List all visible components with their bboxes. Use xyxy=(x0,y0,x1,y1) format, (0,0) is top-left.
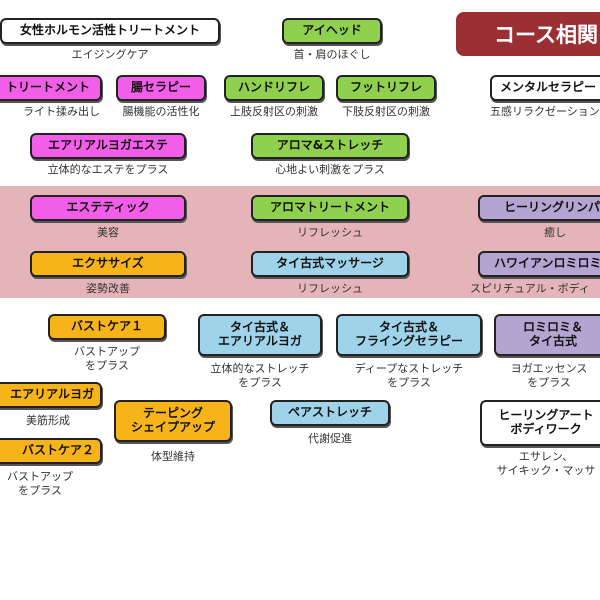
hormone-treatment-box[interactable]: 女性ホルモン活性トリートメント xyxy=(0,18,220,44)
bustcare2-box[interactable]: バストケア２ xyxy=(0,438,102,464)
exercise-sub: 姿勢改善 xyxy=(86,282,130,295)
thai-massage-sub: リフレッシュ xyxy=(297,282,363,295)
thai-flying-label: タイ古式＆ フライングセラピー xyxy=(354,320,463,348)
lomi-thai-box[interactable]: ロミロミ＆ タイ古式 xyxy=(494,314,600,356)
hormone-treatment-label: 女性ホルモン活性トリートメント xyxy=(19,23,200,38)
hawaiian-lomi-box[interactable]: ハワイアンロミロミ xyxy=(478,251,600,277)
lomi-thai-sub: ヨガエッセンス をプラス xyxy=(510,362,588,390)
lomi-thai-label: ロミロミ＆ タイ古式 xyxy=(522,320,583,348)
hand-reflex-sub: 上肢反射区の刺激 xyxy=(230,105,318,118)
aerial-yoga-esthe-box[interactable]: エアリアルヨガエステ xyxy=(30,133,186,159)
aerial-yoga-esthe-label: エアリアルヨガエステ xyxy=(48,138,168,153)
gut-therapy-box[interactable]: 腸セラピー xyxy=(116,75,206,101)
exercise-box[interactable]: エクササイズ xyxy=(30,251,186,277)
foot-reflex-sub: 下肢反射区の刺激 xyxy=(342,105,430,118)
esthetic-label: エステティック xyxy=(66,200,150,215)
foot-reflex-box[interactable]: フットリフレ xyxy=(336,75,436,101)
mental-therapy-label: メンタルセラピー xyxy=(500,80,597,95)
bustcare2-sub: バストアップ をプラス xyxy=(7,470,73,498)
healing-lymph-label: ヒーリングリンパ xyxy=(504,200,600,215)
gut-therapy-sub: 腸機能の活性化 xyxy=(122,105,200,118)
gut-therapy-label: 腸セラピー xyxy=(130,80,191,95)
bustcare1-sub: バストアップ をプラス xyxy=(74,345,140,373)
esthetic-sub: 美容 xyxy=(97,226,119,239)
healing-art-label: ヒーリングアート ボディワーク xyxy=(498,408,594,436)
hand-reflex-box[interactable]: ハンドリフレ xyxy=(224,75,324,101)
mental-therapy-sub: 五感リラクゼーション xyxy=(490,105,600,118)
hawaiian-lomi-label: ハワイアンロミロミ xyxy=(494,256,600,271)
aerial-yoga-box[interactable]: エアリアルヨガ xyxy=(0,382,102,408)
thai-aerial-box[interactable]: タイ古式＆ エアリアルヨガ xyxy=(198,314,322,356)
bustcare1-label: バストケア１ xyxy=(70,319,143,334)
taping-shapeup-label: テーピング シェイプアップ xyxy=(130,406,215,434)
thai-aerial-sub: 立体的なストレッチ をプラス xyxy=(210,362,310,390)
aroma-treatment-box[interactable]: アロマトリートメント xyxy=(251,195,409,221)
aerial-yoga-esthe-sub: 立体的なエステをプラス xyxy=(47,163,169,176)
bustcare2-label: バストケア２ xyxy=(21,443,94,458)
foot-reflex-label: フットリフレ xyxy=(349,80,422,95)
treatment-sub: ライト揉み出し xyxy=(23,105,100,118)
aerial-yoga-sub: 美筋形成 xyxy=(26,414,70,427)
healing-art-sub: エサレン、 サイキック・マッサ xyxy=(496,450,596,478)
bustcare1-box[interactable]: バストケア１ xyxy=(48,314,166,340)
healing-lymph-sub: 癒し xyxy=(544,226,566,239)
taping-shapeup-sub: 体型維持 xyxy=(151,450,195,463)
healing-art-box[interactable]: ヒーリングアート ボディワーク xyxy=(480,400,600,446)
hawaiian-lomi-sub: スピリチュアル・ボディ xyxy=(470,282,590,295)
aroma-treatment-sub: リフレッシュ xyxy=(297,226,363,239)
eyehead-box[interactable]: アイヘッド xyxy=(282,18,382,44)
thai-flying-box[interactable]: タイ古式＆ フライングセラピー xyxy=(336,314,482,356)
eyehead-label: アイヘッド xyxy=(302,23,362,38)
aroma-treatment-label: アロマトリートメント xyxy=(269,200,390,215)
eyehead-sub: 首・肩のほぐし xyxy=(293,48,371,61)
treatment-label: トリートメント xyxy=(5,80,90,95)
aroma-stretch-box[interactable]: アロマ&ストレッチ xyxy=(251,133,409,159)
pair-stretch-sub: 代謝促進 xyxy=(308,432,352,445)
pair-stretch-box[interactable]: ペアストレッチ xyxy=(270,400,390,426)
thai-flying-sub: ディープなストレッチ をプラス xyxy=(354,362,464,390)
mental-therapy-box[interactable]: メンタルセラピー xyxy=(490,75,600,101)
taping-shapeup-box[interactable]: テーピング シェイプアップ xyxy=(114,400,232,442)
pair-stretch-label: ペアストレッチ xyxy=(287,405,372,420)
course-correlation-header: コース相関 xyxy=(456,12,600,56)
aroma-stretch-sub: 心地よい刺激をプラス xyxy=(275,163,385,176)
aroma-stretch-label: アロマ&ストレッチ xyxy=(276,138,384,153)
exercise-label: エクササイズ xyxy=(72,256,144,271)
thai-massage-box[interactable]: タイ古式マッサージ xyxy=(251,251,409,277)
thai-massage-label: タイ古式マッサージ xyxy=(276,256,384,271)
esthetic-box[interactable]: エステティック xyxy=(30,195,186,221)
course-label: コース相関 xyxy=(494,23,598,47)
hand-reflex-label: ハンドリフレ xyxy=(237,80,310,95)
thai-aerial-label: タイ古式＆ エアリアルヨガ xyxy=(218,320,302,348)
healing-lymph-box[interactable]: ヒーリングリンパ xyxy=(478,195,600,221)
hormone-treatment-sub: エイジングケア xyxy=(71,48,149,61)
aerial-yoga-label: エアリアルヨガ xyxy=(10,387,94,402)
treatment-box[interactable]: トリートメント xyxy=(0,75,102,101)
